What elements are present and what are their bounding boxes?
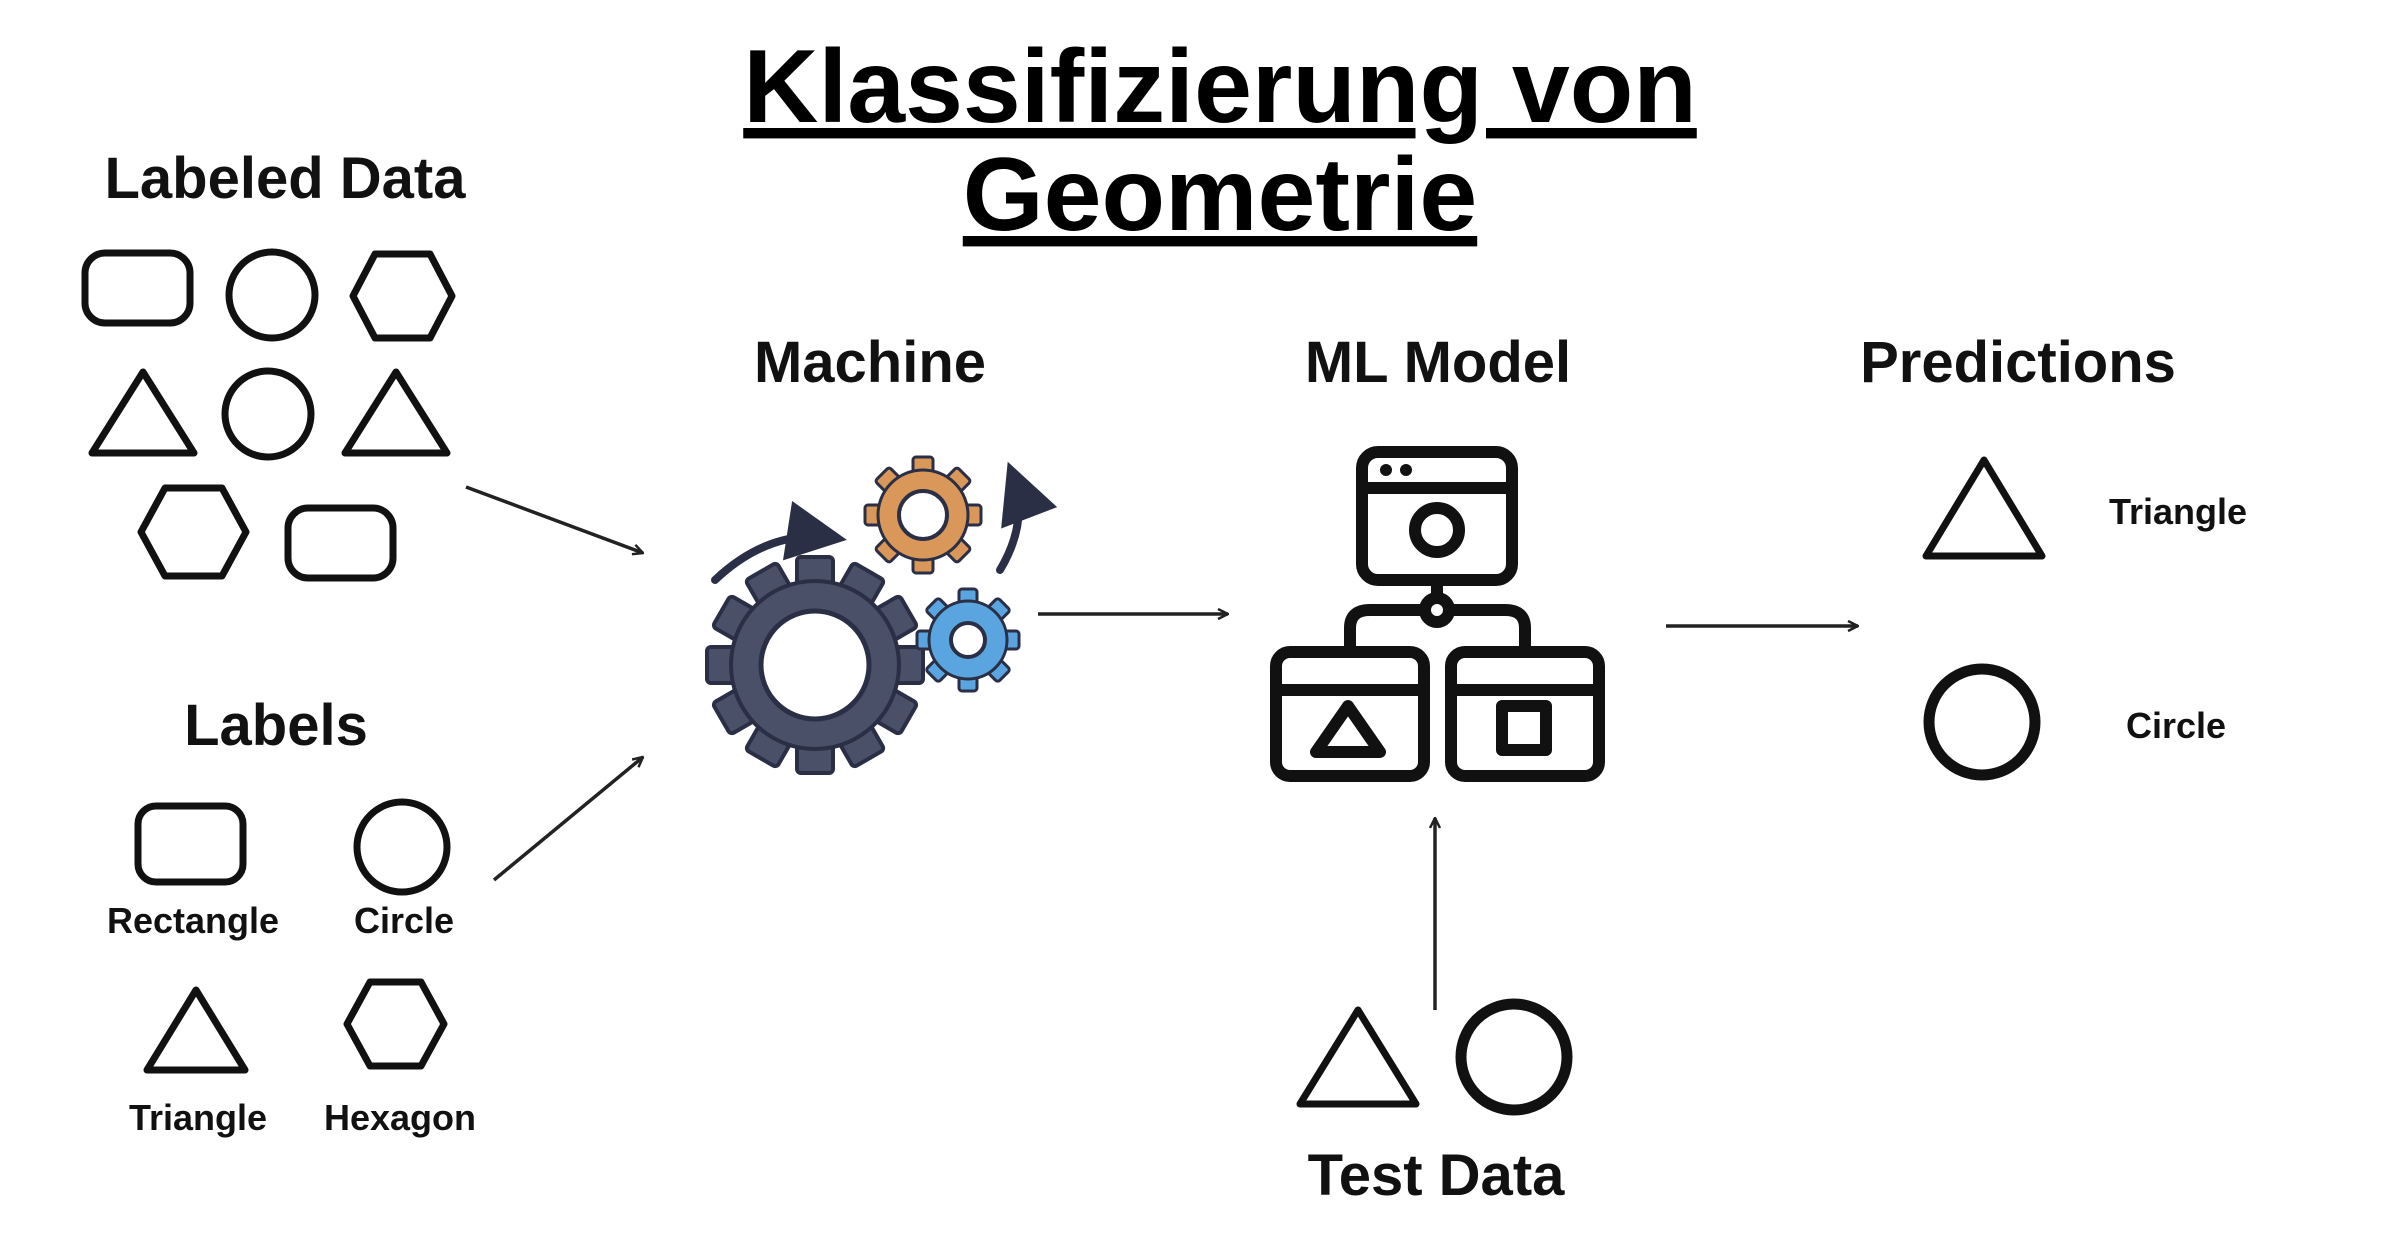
- hexagon-shape: [137, 484, 250, 580]
- label-circle: Circle: [354, 900, 454, 941]
- hexagon-shape: [349, 250, 456, 342]
- circle-shape: [225, 248, 319, 342]
- title-line-1: Klassifizierung von: [743, 29, 1697, 145]
- labeled-data-heading: Labeled Data: [105, 146, 467, 211]
- triangle-shape: [341, 368, 451, 457]
- title-line-2: Geometrie: [963, 137, 1477, 253]
- test-data-heading: Test Data: [1308, 1143, 1566, 1208]
- label-hexagon: Hexagon: [324, 1097, 476, 1138]
- arrow-labeled-data-to-machine: [465, 485, 643, 553]
- rounded-rectangle-shape: [134, 802, 247, 886]
- gears-icon: [705, 455, 1058, 775]
- labels-legend: Rectangle Circle Triangle Hexagon: [107, 798, 476, 1138]
- prediction-circle-label: Circle: [2126, 705, 2226, 746]
- rounded-rectangle-shape: [284, 504, 397, 582]
- ml-model-icon: [1270, 446, 1605, 782]
- predictions-heading: Predictions: [1860, 330, 2176, 395]
- labeled-data-shapes: [81, 248, 456, 582]
- circle-shape: [221, 367, 315, 461]
- circle-shape: [353, 798, 451, 896]
- labels-heading: Labels: [184, 693, 368, 758]
- label-triangle: Triangle: [129, 1097, 267, 1138]
- test-data-shapes: [1296, 998, 1573, 1116]
- triangle-shape: [1296, 1006, 1420, 1108]
- triangle-shape: [1922, 456, 2046, 560]
- hexagon-shape: [343, 978, 448, 1070]
- ml-model-heading: ML Model: [1305, 330, 1571, 395]
- triangle-shape: [88, 368, 198, 457]
- orange-gear-icon: [863, 455, 983, 575]
- machine-heading: Machine: [754, 330, 986, 395]
- circle-shape: [1455, 998, 1573, 1116]
- arrow-labels-to-machine: [492, 757, 643, 882]
- curved-arrow-icon: [996, 461, 1058, 574]
- rounded-rectangle-shape: [81, 249, 194, 327]
- curved-arrow-icon: [711, 501, 847, 584]
- triangle-shape: [143, 986, 249, 1074]
- label-rectangle: Rectangle: [107, 900, 279, 941]
- circle-shape: [1923, 663, 2041, 781]
- blue-gear-icon: [915, 587, 1021, 693]
- large-gear-icon: [705, 555, 925, 775]
- predictions-list: Triangle Circle: [1922, 456, 2247, 781]
- prediction-triangle-label: Triangle: [2109, 491, 2247, 532]
